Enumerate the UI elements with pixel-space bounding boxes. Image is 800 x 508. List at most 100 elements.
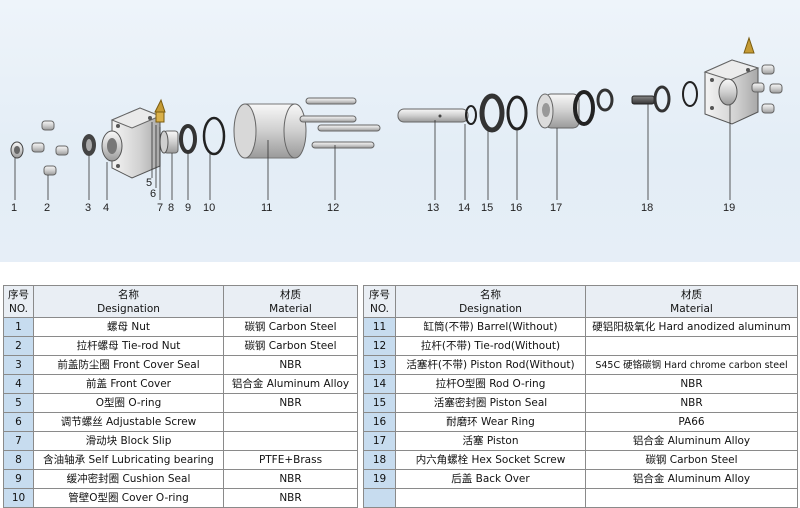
row-designation: 拉杆(不带) Tie-rod(Without) <box>395 336 586 356</box>
callout-11: 11 <box>261 202 272 214</box>
part-11-barrel <box>233 103 307 159</box>
part-15-piston-seal <box>479 93 505 133</box>
part-1-nut <box>10 141 24 159</box>
row-designation: 含油轴承 Self Lubricating bearing <box>33 450 224 470</box>
row-material <box>223 412 358 432</box>
callout-17: 17 <box>550 202 562 214</box>
callout-12: 12 <box>327 202 339 214</box>
row-designation: 缸筒(不带) Barrel(Without) <box>395 317 586 337</box>
row-material: NBR <box>223 469 358 489</box>
part-16-wear-ring <box>506 95 528 131</box>
callout-10: 10 <box>203 202 215 214</box>
callout-9: 9 <box>185 202 191 214</box>
callout-4: 4 <box>103 202 109 214</box>
callout-2: 2 <box>44 202 50 214</box>
leader-lines <box>14 104 731 200</box>
row-no: 12 <box>363 336 396 356</box>
callout-18: 18 <box>641 202 653 214</box>
row-material: S45C 硬铬碳钢 Hard chrome carbon steel <box>585 355 798 375</box>
row-no: 13 <box>363 355 396 375</box>
row-material: NBR <box>585 374 798 394</box>
row-material: 碳钢 Carbon Steel <box>223 317 358 337</box>
row-no: 3 <box>3 355 34 375</box>
row-designation: 拉杆螺母 Tie-rod Nut <box>33 336 224 356</box>
row-designation: 后盖 Back Over <box>395 469 586 489</box>
callout-13: 13 <box>427 202 439 214</box>
row-designation: 调节螺丝 Adjustable Screw <box>33 412 224 432</box>
callout-3: 3 <box>85 202 91 214</box>
exploded-view-diagram: 1 2 3 4 5 6 7 8 9 10 11 12 13 14 15 16 1… <box>0 0 800 262</box>
callout-1: 1 <box>11 202 17 214</box>
row-material: 铝合金 Aluminum Alloy <box>585 469 798 489</box>
row-no: 19 <box>363 469 396 489</box>
part-2-tie-rod-nuts <box>31 120 69 176</box>
callout-8: 8 <box>168 202 174 214</box>
row-designation: 缓冲密封圈 Cushion Seal <box>33 469 224 489</box>
row-no: 15 <box>363 393 396 413</box>
callout-5: 5 <box>146 177 152 189</box>
row-no: 1 <box>3 317 34 337</box>
row-no: 14 <box>363 374 396 394</box>
row-no: 4 <box>3 374 34 394</box>
row-no: 7 <box>3 431 34 451</box>
row-designation: 活塞密封圈 Piston Seal <box>395 393 586 413</box>
callout-7: 7 <box>157 202 163 214</box>
row-no: 8 <box>3 450 34 470</box>
row-material: NBR <box>585 393 798 413</box>
callout-19: 19 <box>723 202 735 214</box>
row-no: 11 <box>363 317 396 337</box>
part-3-front-cover-seal <box>82 134 96 156</box>
row-material: 碳钢 Carbon Steel <box>223 336 358 356</box>
row-designation: 活塞 Piston <box>395 431 586 451</box>
part-4-front-cover <box>101 107 162 179</box>
part-8-bearing <box>159 130 179 154</box>
row-no: 9 <box>3 469 34 489</box>
table-row <box>363 488 798 508</box>
row-designation: 活塞杆(不带) Piston Rod(Without) <box>395 355 586 375</box>
row-designation: 拉杆O型圈 Rod O-ring <box>395 374 586 394</box>
row-material: NBR <box>223 355 358 375</box>
part-19-back-cover <box>703 36 783 125</box>
row-material <box>585 336 798 356</box>
row-no: 5 <box>3 393 34 413</box>
part-6-adjustable-screw <box>154 98 166 123</box>
exploded-view-svg: 1 2 3 4 5 6 7 8 9 10 11 12 13 14 15 16 1… <box>10 36 783 214</box>
row-material: 铝合金 Aluminum Alloy <box>223 374 358 394</box>
row-designation: 前盖防尘圈 Front Cover Seal <box>33 355 224 375</box>
row-material: 碳钢 Carbon Steel <box>585 450 798 470</box>
row-designation: 内六角螺栓 Hex Socket Screw <box>395 450 586 470</box>
row-material: 铝合金 Aluminum Alloy <box>585 431 798 451</box>
part-12-tie-rods <box>299 97 381 149</box>
row-no: 6 <box>3 412 34 432</box>
row-designation: 螺母 Nut <box>33 317 224 337</box>
row-designation: O型圈 O-ring <box>33 393 224 413</box>
row-material: PA66 <box>585 412 798 432</box>
part-17-piston <box>536 88 614 129</box>
row-material: 硬铝阳极氧化 Hard anodized aluminum <box>585 317 798 337</box>
row-material <box>223 431 358 451</box>
row-no: 18 <box>363 450 396 470</box>
